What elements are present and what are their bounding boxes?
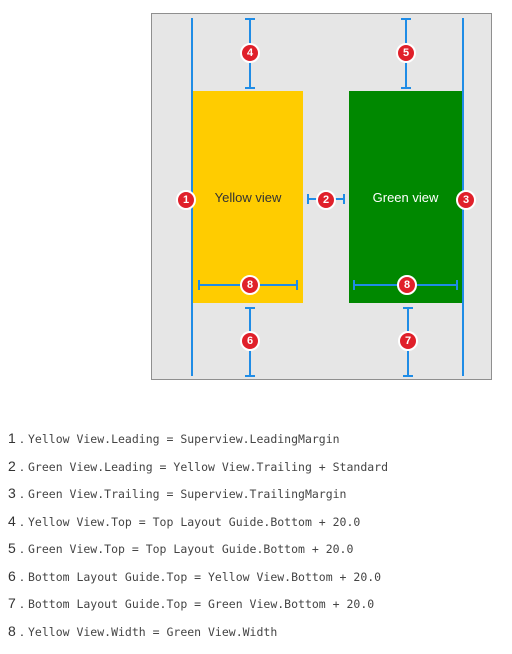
bottom-guide-cap-green bbox=[403, 375, 413, 377]
list-item: 7.Bottom Layout Guide.Top = Green View.B… bbox=[8, 593, 508, 621]
bottom-guide-cap-yellow bbox=[245, 375, 255, 377]
width-cap-green-right bbox=[456, 280, 458, 290]
width-cap-yellow-right bbox=[296, 280, 298, 290]
yellow-view-label: Yellow view bbox=[214, 189, 282, 205]
badge-5: 5 bbox=[396, 43, 416, 63]
list-item: 5.Green View.Top = Top Layout Guide.Bott… bbox=[8, 538, 508, 566]
list-item: 2.Green View.Leading = Yellow View.Trail… bbox=[8, 456, 508, 484]
badge-6: 6 bbox=[240, 331, 260, 351]
badge-8-green: 8 bbox=[397, 275, 417, 295]
green-view: Green view bbox=[349, 91, 462, 303]
top-spacing-cap-yellow bbox=[245, 87, 255, 89]
list-item: 1.Yellow View.Leading = Superview.Leadin… bbox=[8, 428, 508, 456]
list-item: 4.Yellow View.Top = Top Layout Guide.Bot… bbox=[8, 511, 508, 539]
badge-4: 4 bbox=[240, 43, 260, 63]
constraint-list: 1.Yellow View.Leading = Superview.Leadin… bbox=[8, 428, 508, 648]
green-view-label: Green view bbox=[372, 189, 439, 205]
badge-2: 2 bbox=[316, 190, 336, 210]
badge-1: 1 bbox=[176, 190, 196, 210]
constraint-text: Green View.Leading = Yellow View.Trailin… bbox=[28, 459, 389, 474]
badge-8-yellow: 8 bbox=[240, 275, 260, 295]
list-item: 6.Bottom Layout Guide.Top = Yellow View.… bbox=[8, 566, 508, 594]
list-item: 3.Green View.Trailing = Superview.Traili… bbox=[8, 483, 508, 511]
constraint-text: Yellow View.Leading = Superview.LeadingM… bbox=[28, 432, 340, 446]
badge-7: 7 bbox=[398, 331, 418, 351]
yellow-view: Yellow view bbox=[193, 91, 303, 303]
constraint-text: Yellow View.Top = Top Layout Guide.Botto… bbox=[28, 514, 361, 529]
constraint-text: Green View.Trailing = Superview.Trailing… bbox=[28, 487, 347, 501]
constraint-text: Bottom Layout Guide.Top = Yellow View.Bo… bbox=[28, 569, 382, 584]
list-item: 8.Yellow View.Width = Green View.Width bbox=[8, 621, 508, 649]
constraint-text: Bottom Layout Guide.Top = Green View.Bot… bbox=[28, 597, 375, 611]
top-spacing-cap-green bbox=[401, 87, 411, 89]
constraint-text: Yellow View.Width = Green View.Width bbox=[28, 624, 278, 639]
standard-spacing-cap-right bbox=[343, 194, 345, 204]
badge-3: 3 bbox=[456, 190, 476, 210]
constraint-text: Green View.Top = Top Layout Guide.Bottom… bbox=[28, 542, 354, 556]
